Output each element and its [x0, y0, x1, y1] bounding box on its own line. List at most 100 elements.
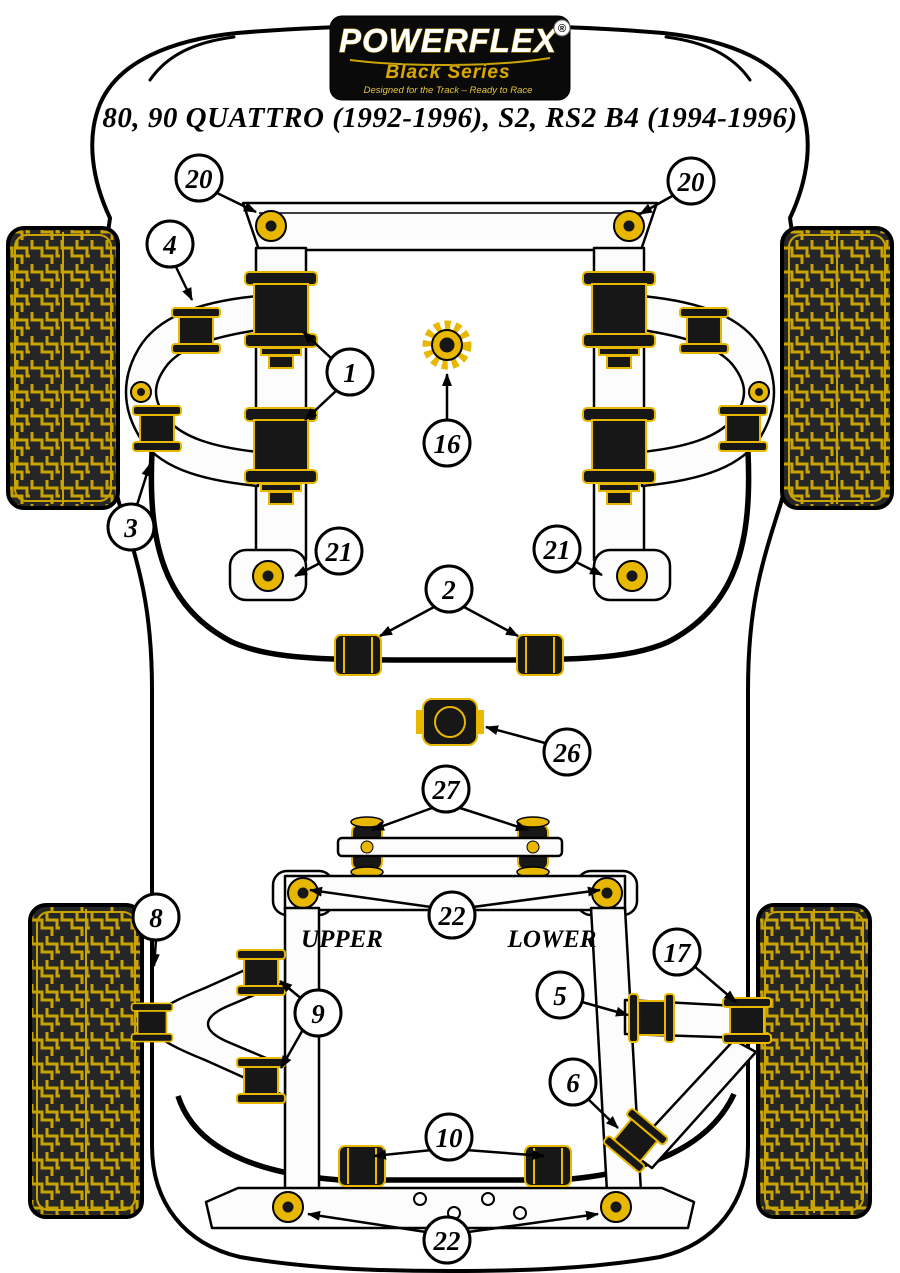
arb-bush-rear-right	[524, 1145, 572, 1187]
callout-20-right-number: 20	[677, 167, 706, 197]
arrow-21-left	[294, 560, 323, 578]
steering-gear-mount	[422, 320, 472, 370]
rear-anti-roll-bar	[175, 1092, 737, 1183]
arrow-10b	[465, 1148, 545, 1161]
callout-27-number: 27	[432, 775, 462, 805]
callout-8-number: 8	[149, 903, 163, 933]
callout-27-circle	[421, 764, 471, 814]
callout-1-number: 1	[343, 358, 357, 388]
callout-9-number: 9	[311, 999, 325, 1029]
callout-20-left-circle	[174, 153, 224, 203]
callout-4-number: 4	[162, 230, 177, 260]
callout-17: 17	[652, 927, 702, 977]
callout-21-left-circle	[314, 526, 364, 576]
callout-10-circle	[424, 1112, 474, 1162]
arb-bush-rear-left	[338, 1145, 386, 1187]
rear-bolt-bottom-right	[600, 1191, 632, 1223]
bar-body	[336, 836, 564, 858]
bar-bolt-right	[526, 840, 540, 854]
arb-bush-front-right	[516, 634, 564, 676]
callout-26-number: 26	[553, 738, 582, 768]
callout-20-left-number: 20	[185, 164, 214, 194]
bar-washer	[350, 816, 384, 828]
arm-bush-4-left	[171, 307, 221, 354]
arrow-4	[174, 266, 194, 301]
callout-layer: 20 20 4 1 16 3 21 21 2 26 27 8 22 9 5 17 6 10 22	[106, 153, 716, 1265]
callout-20-right: 20	[666, 156, 716, 206]
rear-bolt-top-left	[287, 877, 319, 909]
ball-joint-right-center	[755, 388, 763, 396]
arrow-20-right	[639, 193, 675, 216]
logo-brand-text: POWERFLEX	[339, 22, 558, 59]
front-crossmember	[241, 201, 659, 252]
arm-bush-4-right	[679, 307, 729, 354]
callout-9: 9	[293, 988, 343, 1038]
callout-1-circle	[325, 347, 375, 397]
callout-16-circle	[422, 418, 472, 468]
callout-20-right-circle	[666, 156, 716, 206]
bottom-plate-hole	[513, 1206, 527, 1220]
callout-10-number: 10	[436, 1123, 464, 1153]
callout-22-bottom-number: 22	[433, 1226, 461, 1256]
callout-21-right-circle	[532, 524, 582, 574]
callout-6-number: 6	[566, 1068, 580, 1098]
callout-2: 2	[424, 564, 474, 614]
rear-upper-arm-bush-9b	[236, 1057, 286, 1104]
callout-5: 5	[535, 970, 585, 1020]
arrow-20-left	[214, 190, 257, 214]
arrow-9a	[279, 980, 304, 1001]
logo-plate	[329, 15, 571, 101]
callout-2-number: 2	[441, 575, 456, 605]
callout-4-circle	[145, 219, 195, 269]
callout-arrows	[135, 190, 737, 1234]
mount-block-26	[416, 698, 484, 746]
logo-tagline-text: Designed for the Track – Ready to Race	[364, 85, 533, 96]
bar-washer	[516, 816, 550, 828]
label-lower: LOWER	[507, 926, 597, 953]
arrow-8	[149, 939, 160, 967]
front-foot-right	[592, 548, 672, 602]
rear-bolt-top-right	[591, 877, 623, 909]
registered-mark: ®	[558, 23, 566, 35]
callout-26: 26	[542, 727, 592, 777]
arrow-1b	[304, 389, 338, 421]
tire-rear-right	[756, 903, 872, 1219]
callout-5-number: 5	[553, 981, 567, 1011]
arrow-1a	[302, 331, 332, 359]
crossmember-bolt-right	[613, 210, 645, 242]
callout-16-number: 16	[434, 429, 462, 459]
registered-mark-circle	[553, 19, 571, 37]
label-upper: UPPER	[301, 926, 383, 953]
callout-22-bottom: 22	[422, 1215, 472, 1265]
callout-8-circle	[131, 892, 181, 942]
callout-22-top: 22	[427, 890, 477, 940]
tire-front-right	[780, 226, 894, 510]
rear-hub-bush-17	[722, 997, 772, 1044]
arrow-17	[693, 965, 737, 1003]
callout-21-left-number: 21	[325, 537, 353, 567]
arrow-5	[581, 1000, 629, 1017]
tire-front-left	[6, 226, 120, 510]
body-crease-left	[148, 35, 236, 82]
callout-9-circle	[293, 988, 343, 1038]
callout-3-number: 3	[123, 513, 138, 543]
callout-21-left: 21	[314, 526, 364, 576]
callout-21-right-number: 21	[543, 535, 571, 565]
bottom-plate-hole	[481, 1192, 495, 1206]
page-title: 80, 90 QUATTRO (1992-1996), S2, RS2 B4 (…	[102, 102, 797, 134]
powerflex-logo: POWERFLEX ® Black Series Designed for th…	[329, 15, 571, 101]
callout-17-circle	[652, 927, 702, 977]
callout-20-left: 20	[174, 153, 224, 203]
callout-6-circle	[548, 1057, 598, 1107]
callout-21-right: 21	[532, 524, 582, 574]
body-crease-right	[664, 35, 752, 82]
arrow-27b	[459, 806, 529, 832]
callout-5-circle	[535, 970, 585, 1020]
arrow-10a	[373, 1148, 433, 1160]
arrow-27a	[371, 806, 433, 832]
rear-bolt-bottom-left	[272, 1191, 304, 1223]
arrow-22-top-right	[472, 886, 601, 909]
callout-27: 27	[421, 764, 471, 814]
